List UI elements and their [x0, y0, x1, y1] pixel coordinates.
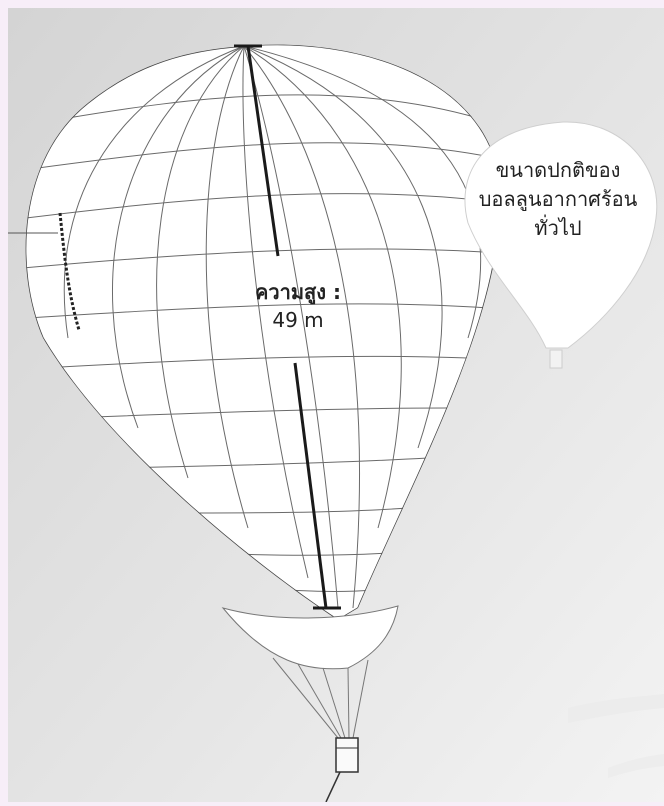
balloon-skirt	[221, 605, 399, 670]
normal-balloon-label-line-2: บอลลูนอากาศร้อน	[478, 187, 638, 211]
normal-balloon-label-line-1: ขนาดปกติของ	[495, 158, 621, 182]
height-measure-line	[234, 44, 341, 610]
normal-balloon-label: ขนาดปกติของ บอลลูนอากาศร้อน ทั่วไป	[458, 156, 658, 243]
dotted-indicator	[8, 212, 81, 331]
balloon-basket	[335, 737, 359, 773]
small-balloon	[464, 121, 658, 369]
wispy-cloud	[568, 694, 664, 723]
height-label: ความสูง :	[255, 280, 341, 304]
balloon-diagram: ความสูง : 49 m ขนาดปกติของ บอลลูนอากาศร้…	[8, 8, 664, 803]
height-value: 49 m	[272, 308, 324, 332]
large-balloon	[25, 44, 501, 621]
normal-balloon-label-line-3: ทั่วไป	[534, 216, 582, 240]
suspension-cables	[272, 657, 369, 739]
